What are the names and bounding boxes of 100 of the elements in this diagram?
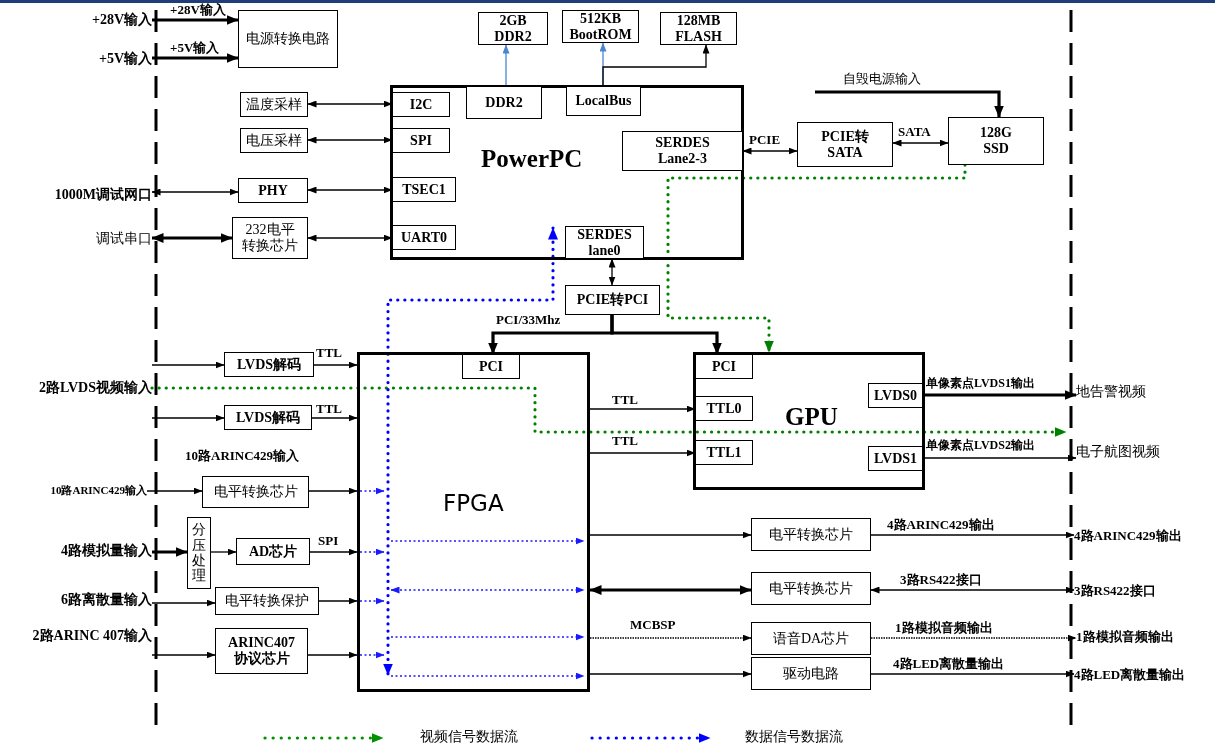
box-label: 232电平转换芯片	[241, 222, 299, 254]
edge-label: TTL	[612, 433, 638, 449]
box-label: SPI	[410, 132, 432, 149]
double-arrow	[742, 147, 798, 155]
process-box	[232, 217, 308, 259]
arrow	[151, 361, 225, 369]
legend-label: 数据信号数据流	[745, 729, 843, 746]
box-label: 电平转换芯片	[769, 526, 853, 543]
arrow	[313, 361, 358, 369]
box-label: PHY	[258, 182, 288, 199]
arrow	[309, 548, 358, 556]
arrow	[922, 454, 1077, 462]
edge-label: SATA	[898, 124, 931, 140]
box-label: 128G SSD	[979, 125, 1013, 157]
input-label: +5V输入	[98, 51, 152, 67]
process-box	[622, 131, 743, 171]
box-label: 语音DA芯片	[772, 630, 850, 647]
process-box	[695, 440, 753, 465]
fpga-block	[357, 352, 590, 692]
block-title: PowerPC	[481, 145, 583, 173]
box-label: TSEC1	[402, 181, 446, 198]
input-label: 2路LVDS视频输入	[38, 380, 152, 396]
process-box	[466, 86, 542, 119]
arrow	[152, 53, 239, 63]
process-box	[462, 354, 520, 379]
edge-label: SPI	[318, 533, 339, 549]
gpu-block	[693, 352, 925, 490]
input-label: 调试串口	[96, 231, 152, 247]
edge-label: 4路LED离散量输出	[893, 656, 1005, 672]
process-box	[236, 538, 310, 565]
block-title: GPU	[785, 403, 838, 431]
output-label: 3路RS422接口	[1074, 583, 1156, 599]
box-label: 电平转换芯片	[213, 484, 298, 500]
box-label: DDR2	[485, 94, 523, 111]
arrow	[870, 670, 1075, 678]
data-flow-arrow	[150, 386, 1068, 437]
edge-label: 1路模拟音频输出	[895, 620, 993, 636]
input-label: 10路ARINC429输入	[50, 483, 147, 497]
edge-label: TTL	[612, 392, 638, 408]
edge-label: 3路RS422接口	[900, 572, 982, 588]
process-box	[868, 383, 923, 408]
box-label: TTL1	[706, 444, 742, 461]
process-box	[392, 128, 450, 153]
edge-label: MCBSP	[630, 617, 676, 633]
arrow	[151, 651, 216, 659]
box-label: PCIE转PCI	[576, 292, 649, 308]
process-box	[224, 405, 312, 430]
arrow	[308, 487, 358, 495]
double-arrow	[151, 188, 239, 196]
arrow	[152, 547, 188, 557]
input-label: +28V输入	[91, 12, 152, 28]
output-label: 4路ARINC429输出	[1074, 528, 1182, 544]
process-box	[187, 517, 211, 589]
arrow	[151, 414, 225, 422]
arrow	[589, 531, 752, 539]
process-box	[215, 628, 308, 674]
signal-label: 10路ARINC429输入	[185, 448, 300, 464]
process-box	[392, 225, 456, 250]
box-label: UART0	[400, 229, 448, 246]
edge-label: 自毁电源输入	[843, 71, 921, 87]
box-label: LVDS0	[873, 387, 918, 404]
process-box	[948, 117, 1044, 165]
arrow	[589, 405, 696, 413]
output-label: 地告警视频	[1076, 384, 1146, 400]
process-box	[215, 587, 319, 615]
double-arrow	[307, 136, 393, 144]
double-arrow	[307, 234, 393, 242]
process-box	[751, 518, 871, 551]
box-label: 128MB FLASH	[674, 12, 723, 45]
process-box	[392, 177, 456, 202]
arrow	[307, 651, 358, 659]
process-box	[868, 446, 923, 471]
box-label: PCI	[478, 358, 504, 375]
edge-label: 单像素点LVDS1输出	[926, 376, 1035, 391]
box-label: 2GB DDR2	[493, 12, 533, 45]
box-label: SERDES Lane2-3	[654, 135, 711, 167]
process-box	[565, 226, 644, 259]
block-title: FPGA	[443, 491, 504, 517]
arrow	[870, 634, 1077, 642]
process-box	[566, 86, 641, 116]
edge-label: PCIE	[749, 132, 781, 148]
process-box	[240, 92, 308, 117]
arrow	[589, 634, 752, 642]
process-box	[751, 622, 871, 655]
double-arrow	[589, 585, 752, 595]
box-label: ARINC407协议芯片	[227, 635, 296, 667]
arrow	[589, 449, 696, 457]
double-arrow	[870, 586, 1075, 594]
process-box	[202, 476, 309, 508]
edge-label: +28V输入	[170, 2, 226, 18]
double-arrow	[608, 258, 616, 286]
edge-label: +5V输入	[170, 40, 220, 56]
process-box	[562, 10, 639, 43]
process-box	[660, 12, 737, 45]
process-box	[797, 122, 893, 167]
process-box	[751, 572, 871, 605]
process-box	[392, 92, 450, 117]
box-label: TTL0	[706, 400, 742, 417]
output-label: 4路LED离散量输出	[1074, 667, 1186, 683]
box-label: LVDS解码	[236, 356, 302, 373]
